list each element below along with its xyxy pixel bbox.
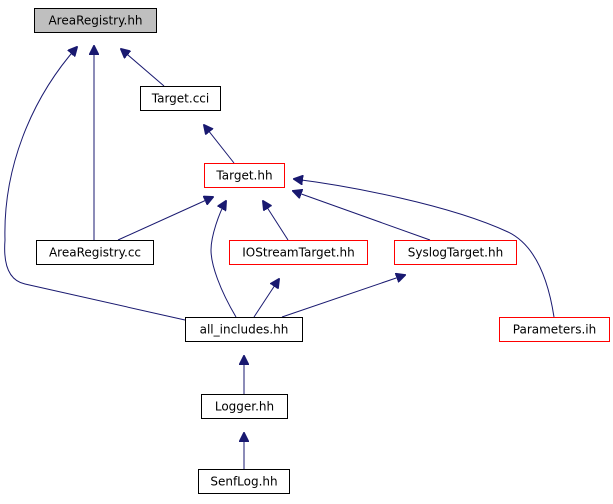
edge-target-hh-to-target-cci	[204, 125, 235, 164]
node-label: AreaRegistry.cc	[49, 246, 141, 260]
edge-arearegistry-cc-to-target-hh	[117, 197, 213, 241]
node-all-includes-hh[interactable]: all_includes.hh	[185, 317, 303, 342]
node-label: all_includes.hh	[200, 323, 289, 337]
edge-syslogtarget-hh-to-target-hh	[293, 191, 431, 241]
node-label: IOStreamTarget.hh	[242, 246, 355, 260]
node-arearegistry-hh[interactable]: AreaRegistry.hh	[34, 8, 157, 33]
node-box	[204, 163, 285, 188]
node-label: AreaRegistry.hh	[48, 14, 142, 28]
edge-parameters-ih-to-target-hh	[294, 179, 555, 318]
node-box	[34, 8, 157, 33]
node-iostreamtarget-hh[interactable]: IOStreamTarget.hh	[229, 240, 368, 265]
node-target-cci[interactable]: Target.cci	[140, 86, 221, 111]
node-target-hh[interactable]: Target.hh	[204, 163, 285, 188]
nodes-layer: AreaRegistry.hhTarget.cciTarget.hhAreaRe…	[34, 8, 610, 494]
edge-target-cci-to-arearegistry-hh	[121, 49, 165, 87]
node-syslogtarget-hh[interactable]: SyslogTarget.hh	[394, 240, 517, 265]
node-label: SenfLog.hh	[210, 475, 277, 489]
node-box	[499, 317, 610, 342]
edges-layer	[4, 46, 555, 469]
node-box	[229, 240, 368, 265]
node-label: Parameters.ih	[513, 323, 596, 337]
edge-iostreamtarget-hh-to-target-hh	[263, 201, 289, 241]
node-label: Target.hh	[215, 169, 272, 183]
edge-all-includes-hh-to-syslogtarget-hh	[281, 275, 405, 318]
node-label: Target.cci	[151, 92, 209, 106]
node-box	[36, 240, 154, 265]
node-box	[394, 240, 517, 265]
node-senflog-hh[interactable]: SenfLog.hh	[198, 469, 290, 494]
edge-all-includes-hh-to-iostreamtarget-hh	[253, 279, 279, 318]
node-box	[198, 469, 290, 494]
node-box	[201, 394, 288, 419]
node-parameters-ih[interactable]: Parameters.ih	[499, 317, 610, 342]
edge-all-includes-hh-to-target-hh	[210, 201, 237, 318]
node-arearegistry-cc[interactable]: AreaRegistry.cc	[36, 240, 154, 265]
node-logger-hh[interactable]: Logger.hh	[201, 394, 288, 419]
node-box	[140, 86, 221, 111]
node-label: Logger.hh	[215, 400, 274, 414]
edge-all-includes-hh-to-arearegistry-hh	[4, 47, 186, 321]
node-box	[185, 317, 303, 342]
node-label: SyslogTarget.hh	[408, 246, 503, 260]
